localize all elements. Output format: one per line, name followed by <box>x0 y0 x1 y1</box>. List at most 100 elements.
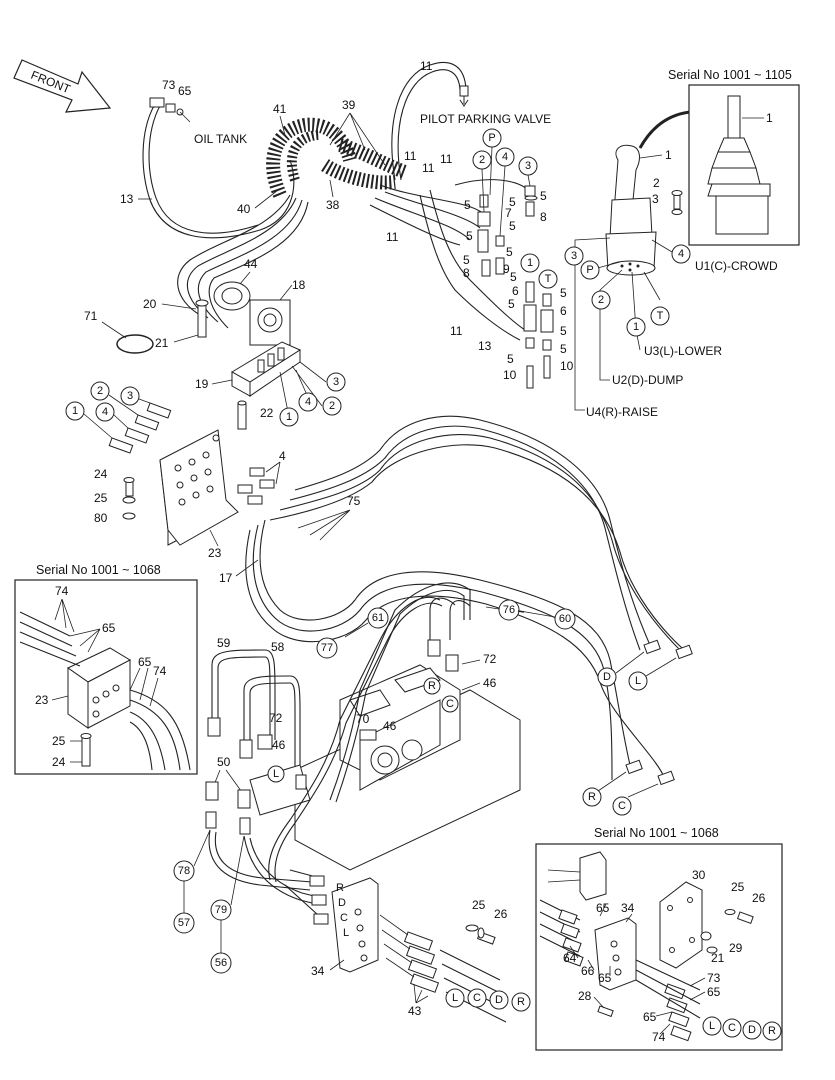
label-7: 7 <box>505 206 512 220</box>
label-75: 75 <box>347 494 361 508</box>
fittings-labels: 5 5 8 5 7 5 5 5 5 8 9 5 6 5 5 6 5 5 10 5… <box>463 189 574 382</box>
ref-P-joystick: P <box>586 264 593 276</box>
fittings-43 <box>379 914 507 1023</box>
label-6-b: 6 <box>560 304 567 318</box>
pilot-parking-valve-label: PILOT PARKING VALVE <box>420 112 551 126</box>
label-73: 73 <box>162 78 176 92</box>
end-refs-LCDR: L C D R <box>445 988 531 1012</box>
ref-T-joystick: T <box>657 310 664 322</box>
ref-2-joystick: 2 <box>598 294 604 306</box>
hose-bundle-11 <box>369 179 531 341</box>
fittings-column-lower <box>523 281 554 389</box>
label-5-b: 5 <box>540 189 547 203</box>
ref-4-joystick: 4 <box>678 248 684 260</box>
label-13-b: 13 <box>478 339 492 353</box>
ref-78: 78 <box>178 865 190 877</box>
ref-60: 60 <box>559 613 571 625</box>
label-73-inset: 73 <box>707 971 721 985</box>
fittings-column-upper <box>477 185 538 277</box>
label-25-inset-right: 25 <box>731 880 745 894</box>
ref-4-bracket: 4 <box>102 406 108 418</box>
label-5-e: 5 <box>466 229 473 243</box>
valve-port-refs: R C L <box>267 677 459 783</box>
label-6-a: 6 <box>512 284 519 298</box>
label-21-inset: 21 <box>711 951 725 965</box>
ref-57: 57 <box>178 917 190 929</box>
label-8-a: 8 <box>540 210 547 224</box>
inset-right <box>535 843 783 1051</box>
label-4-fittings: 4 <box>279 449 286 463</box>
label-80: 80 <box>94 511 108 525</box>
label-10-a: 10 <box>560 359 574 373</box>
screw-2-3 <box>671 190 683 215</box>
ref-L-hose: L <box>635 675 641 687</box>
label-25-center: 25 <box>472 898 486 912</box>
ref-L-valve: L <box>273 768 279 780</box>
bolt-25-26 <box>465 924 496 945</box>
joystick-port-refs: 3 P 2 1 T 4 <box>564 237 691 411</box>
inset-joystick <box>688 84 800 246</box>
pilot-parking-hose <box>391 61 469 181</box>
label-74-inset-right: 74 <box>652 1030 666 1044</box>
label-30: 30 <box>692 868 706 882</box>
label-74-inset-left: 74 <box>55 584 69 598</box>
inset-left-serial: Serial No 1001 ~ 1068 <box>36 563 161 577</box>
manifold-block-19 <box>231 341 302 397</box>
ref-1-bracket: 1 <box>72 405 78 417</box>
label-65: 65 <box>178 84 192 98</box>
label-5-j: 5 <box>560 286 567 300</box>
bracket-18 <box>249 299 291 346</box>
label-18: 18 <box>292 278 306 292</box>
label-50: 50 <box>217 755 231 769</box>
label-20: 20 <box>143 297 157 311</box>
ref-3-top: 3 <box>525 160 531 172</box>
label-26-inset-right: 26 <box>752 891 766 905</box>
ref-R-inset: R <box>768 1025 776 1037</box>
ref-C-hose: C <box>618 800 626 812</box>
pipes <box>211 582 471 883</box>
label-23-inset: 23 <box>35 693 49 707</box>
label-11-a: 11 <box>404 149 417 163</box>
label-65-inset-right-d: 65 <box>643 1010 657 1024</box>
label-5-g: 5 <box>463 253 470 267</box>
bolt-20 <box>195 299 209 338</box>
label-39: 39 <box>342 98 356 112</box>
ref-L-end: L <box>452 992 458 1004</box>
protective-sleeves <box>266 117 408 198</box>
label-34: 34 <box>311 964 325 978</box>
label-25-inset: 25 <box>52 734 66 748</box>
label-2-screw: 2 <box>653 176 660 190</box>
label-5-k: 5 <box>560 324 567 338</box>
ref-P-top: P <box>488 132 495 144</box>
ref-4-top: 4 <box>502 151 508 163</box>
label-65-inset-left-b: 65 <box>138 655 152 669</box>
ref-3-manifold: 3 <box>333 376 339 388</box>
ref-77: 77 <box>321 642 333 654</box>
ref-R-end: R <box>517 996 525 1008</box>
oil-tank-label: OIL TANK <box>194 132 247 146</box>
label-23: 23 <box>208 546 222 560</box>
label-1-joystick: 1 <box>665 148 672 162</box>
label-74-inset-left-b: 74 <box>153 664 167 678</box>
label-43: 43 <box>408 1004 422 1018</box>
label-26-center: 26 <box>494 907 508 921</box>
label-1-inset: 1 <box>766 111 773 125</box>
label-29: 29 <box>729 941 743 955</box>
label-11-b: 11 <box>422 161 435 175</box>
label-71: 71 <box>84 309 98 323</box>
hose-ends-1-4: 1 4 2 3 <box>65 381 172 454</box>
label-28: 28 <box>578 989 592 1003</box>
label-11-top: 11 <box>420 59 433 73</box>
ref-C-inset: C <box>728 1022 736 1034</box>
label-8-b: 8 <box>463 266 470 280</box>
label-41: 41 <box>273 102 287 116</box>
fittings-refs: P 2 4 3 1 T <box>472 128 558 289</box>
label-21: 21 <box>155 336 169 350</box>
u2-dump-label: U2(D)-DUMP <box>612 373 683 387</box>
label-46-b: 46 <box>483 676 497 690</box>
hose-end-refs: D L R C <box>582 639 693 816</box>
label-72-a: 72 <box>483 652 497 666</box>
ref-1-joystick: 1 <box>633 321 639 333</box>
fittings-4 <box>237 461 281 505</box>
